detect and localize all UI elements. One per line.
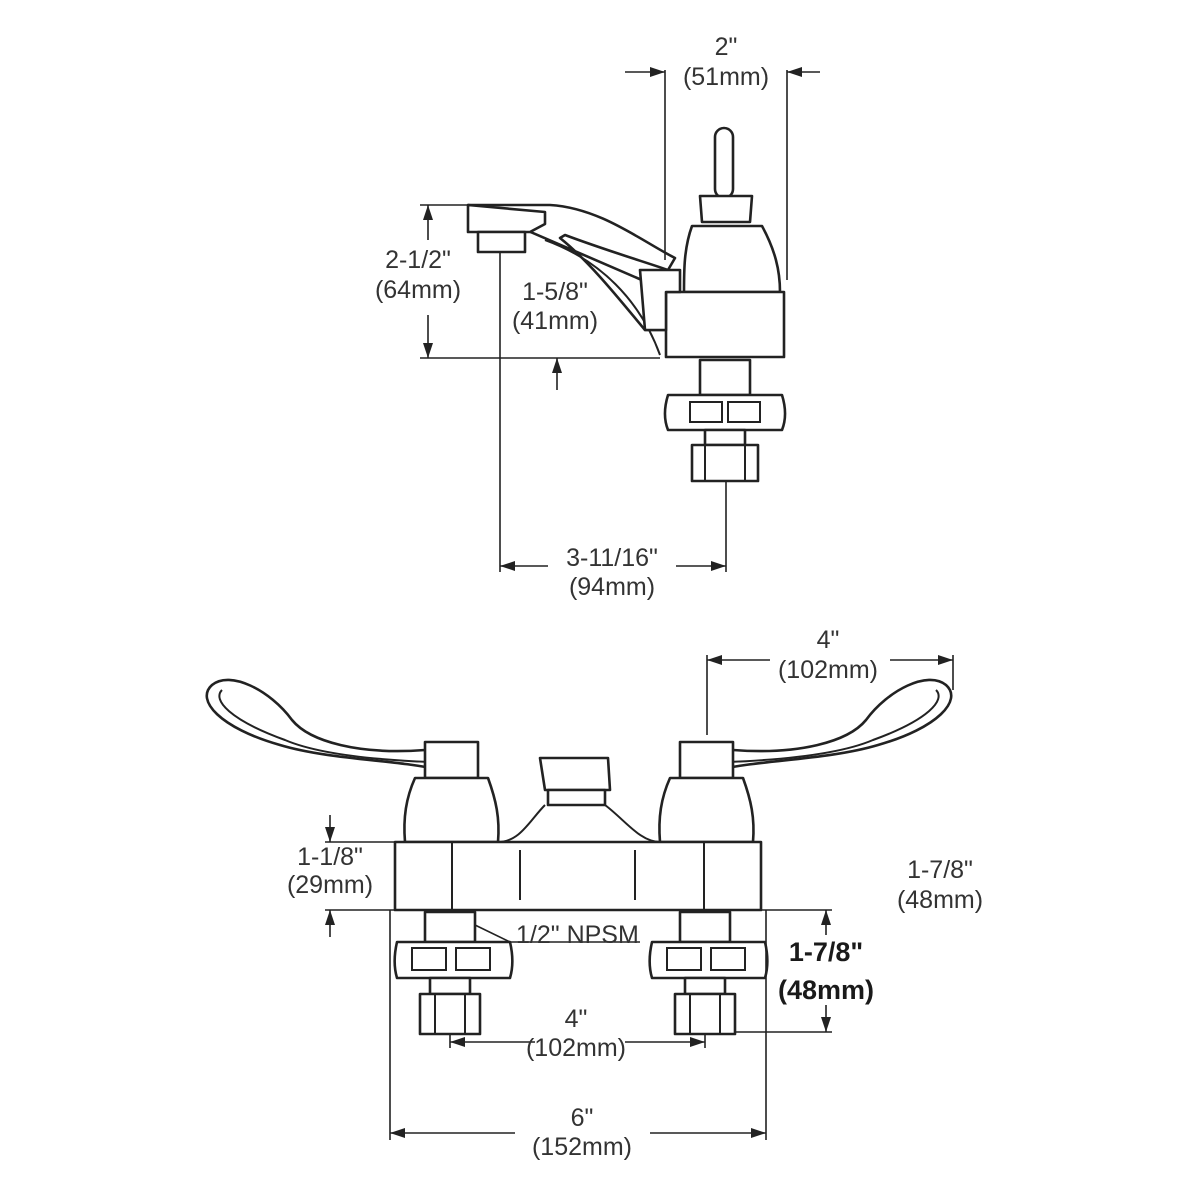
dim-right-height-in: 1-7/8" (907, 856, 973, 884)
npsm-label: 1/2" NPSM (516, 921, 639, 949)
dim-spout-height-in: 2-1/2" (385, 246, 451, 274)
dim-spout-height: 2-1/2" (64mm) (375, 204, 660, 359)
dim-base-height: 1-1/8" (29mm) (287, 815, 395, 937)
faucet-front-profile (205, 678, 953, 1036)
dim-center-spacing: 4" (102mm) (449, 1005, 706, 1062)
dim-handle-depth-in: 2" (715, 33, 738, 61)
dim-base-height-mm: (29mm) (287, 871, 373, 899)
dim-spout-reach: 3-11/16" (94mm) (499, 252, 727, 601)
faucet-side-profile (466, 126, 787, 483)
dim-shank-length-in: 1-7/8" (789, 937, 863, 967)
dim-spout-clearance-mm: (41mm) (512, 307, 598, 335)
dim-overall-width: 6" (152mm) (389, 910, 767, 1161)
dim-shank-length-mm: (48mm) (778, 975, 874, 1005)
dim-shank-length: 1-7/8" (48mm) (735, 909, 874, 1033)
dim-handle-depth: 2" (51mm) (625, 33, 820, 280)
dim-handle-spread-mm: (102mm) (778, 656, 878, 684)
dim-base-height-in: 1-1/8" (297, 843, 363, 871)
dim-right-height: 1-7/8" (48mm) (897, 856, 983, 914)
front-view: 4" (102mm) 1-1/8" (29mm) 1-7/8" (48mm) (205, 626, 983, 1161)
dim-overall-width-mm: (152mm) (532, 1133, 632, 1161)
dim-center-spacing-mm: (102mm) (526, 1034, 626, 1062)
dim-spout-reach-in: 3-11/16" (566, 544, 658, 572)
dim-spout-clearance-in: 1-5/8" (522, 278, 588, 306)
dim-handle-spread-in: 4" (817, 626, 840, 654)
npsm-callout: 1/2" NPSM (474, 921, 640, 949)
dim-spout-reach-mm: (94mm) (569, 573, 655, 601)
dim-overall-width-in: 6" (571, 1104, 594, 1132)
side-view: 2" (51mm) 2-1/2" (64mm) 1-5/8" (41mm) (375, 33, 820, 601)
dim-handle-spread: 4" (102mm) (706, 626, 954, 735)
dim-spout-height-mm: (64mm) (375, 276, 461, 304)
dim-handle-depth-mm: (51mm) (683, 63, 769, 91)
dim-spout-clearance: 1-5/8" (41mm) (512, 278, 598, 390)
dim-center-spacing-in: 4" (565, 1005, 588, 1033)
dim-right-height-mm: (48mm) (897, 886, 983, 914)
